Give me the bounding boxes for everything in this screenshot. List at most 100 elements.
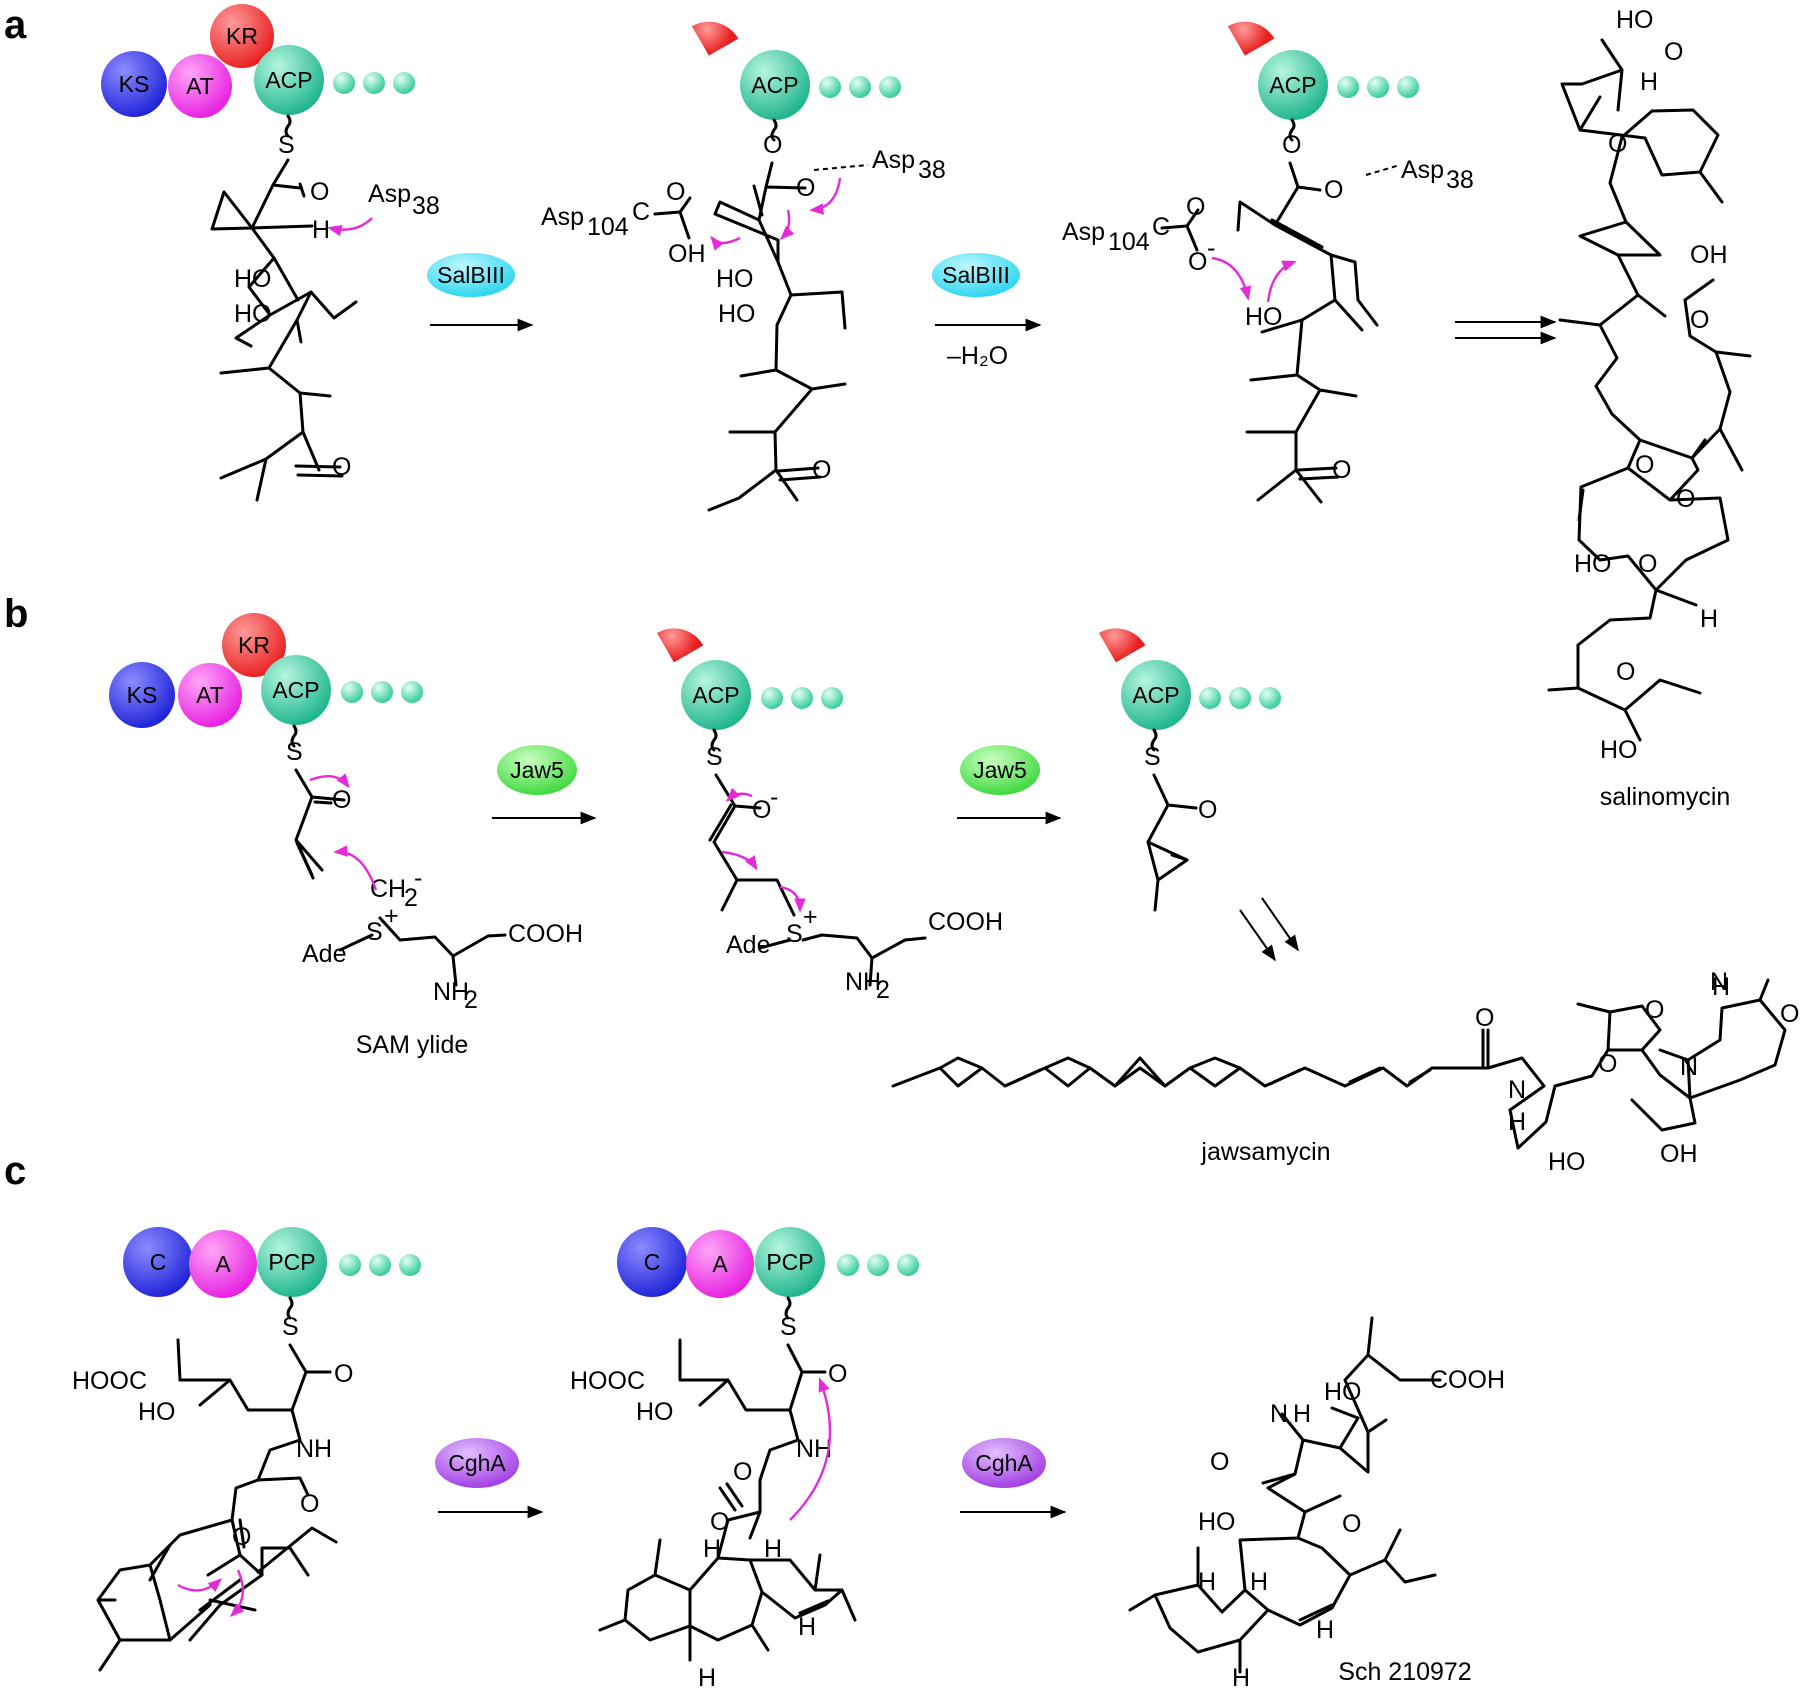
atom-label: O [1198,796,1217,824]
atom-label: O [1616,658,1635,686]
c-domain-label: C [644,1249,661,1275]
atom-label: 2 [404,884,418,912]
a-domain-label: A [712,1251,728,1277]
atom-label: O [1635,451,1654,479]
byproduct-label: –H₂O [947,342,1008,370]
module-bead-icon [399,1254,421,1276]
atom-label: HO [1198,1508,1236,1536]
atom-label: C [632,198,650,226]
module-bead-icon [819,76,841,98]
salinomycin-structure: HO O H O OH O O O O HO H O HO salinomyci… [1547,6,1752,811]
atom-label: O [1598,1050,1617,1078]
acp-domain-icon [1258,50,1328,120]
kr-fragment-icon [1227,21,1275,56]
enzyme-jaw5-icon [497,745,577,795]
ks-domain-icon [109,662,175,728]
a-domain-icon [189,1230,257,1298]
pks-module-b3: ACP [1098,628,1281,730]
atom-label: COOH [508,920,583,948]
atom-label: Ade [726,931,770,959]
panel-letter-b: b [4,592,28,636]
jawsamycin-structure: O N H O N O H N O N HO OH jawsamycin [891,968,1799,1176]
atom-label: O [752,796,771,824]
enzyme-label: SalBIII [437,262,505,288]
atom-label: H [1232,1664,1250,1691]
atom-label: HO [138,1398,176,1426]
enzyme-label: SalBIII [942,262,1010,288]
atom-label: H [1316,1616,1334,1644]
module-bead-icon [1259,687,1281,709]
atom-label: OH [1660,1140,1698,1168]
kr-fragment-icon [691,21,739,56]
atom-label: NH [296,1435,332,1463]
reaction-arrow-a2: SalBIII –H₂O [932,253,1042,370]
atom-label: H [764,1535,782,1563]
c-domain-icon [123,1227,193,1297]
atom-label: O [828,1360,847,1388]
module-bead-icon [867,1254,889,1276]
atom-label: O [1690,306,1709,334]
pks-module-a: KR KS AT ACP [101,4,415,118]
atom-label: HO [1616,6,1654,34]
intermediate-a3: O O Asp 38 Asp 104 C O O - HO O [1062,118,1474,504]
atom-label: O [300,1490,319,1518]
atom-label: O [812,456,831,484]
enzyme-ctgha-icon [435,1438,519,1488]
atom-label: Asp [1401,156,1444,184]
atom-label: S [786,920,803,948]
acp-domain-label: ACP [751,72,798,98]
module-bead-icon [897,1254,919,1276]
module-bead-icon [369,1254,391,1276]
pks-module-b: KR KS AT ACP [109,613,423,728]
reagent-name-sam-ylide: SAM ylide [356,1031,469,1059]
atom-label: O [1186,193,1205,221]
atom-label: 38 [918,156,946,184]
product-name-jawsamycin: jawsamycin [1200,1138,1330,1166]
atom-label: O [733,1458,752,1486]
atom-label: H [1640,68,1658,96]
atom-label: O [334,1360,353,1388]
module-bead-icon [341,681,363,703]
atom-label: H [1250,1568,1268,1596]
module-bead-icon [879,76,901,98]
atom-label: 104 [587,213,629,241]
kr-fragment-icon [1098,628,1146,663]
atom-label: HO [1600,736,1638,764]
kr-domain-icon [210,4,274,68]
pcp-domain-icon [755,1227,825,1297]
atom-label: Asp [872,146,915,174]
atom-label: H [312,216,330,244]
atom-label: O [332,453,351,481]
atom-label: HO [1574,550,1612,578]
atom-label: COOH [1430,1366,1505,1394]
at-domain-label: AT [186,73,214,99]
atom-label: HO [718,300,756,328]
atom-label: HO [716,265,754,293]
pks-module-b2: ACP [656,628,843,730]
atom-label: O [1676,485,1695,513]
atom-label: N [1270,1400,1288,1428]
atom-label: Asp [1062,218,1105,246]
kr-fragment-icon [656,628,704,663]
reaction-arrow-b2: Jaw5 [957,745,1062,825]
module-bead-icon [339,1254,361,1276]
atom-label: O [310,178,329,206]
enzyme-jaw5-icon [960,745,1040,795]
acp-domain-label: ACP [692,682,739,708]
acp-domain-label: ACP [1132,682,1179,708]
atom-label: S [286,738,303,766]
atom-label: - [1207,234,1215,262]
module-bead-icon [791,687,813,709]
atom-label: O [1475,1004,1494,1032]
atom-label: H [1712,973,1730,1001]
c-domain-icon [617,1227,687,1297]
acp-domain-label: ACP [1269,72,1316,98]
module-bead-icon [821,687,843,709]
atom-label: Asp [541,203,584,231]
module-bead-icon [333,72,355,94]
substrate-a1: S O H Asp 38 HO HO O [210,114,440,502]
enzyme-ctgha-icon [962,1438,1046,1488]
atom-label: N [1710,968,1728,996]
panel-a: a KR KS AT ACP S O H Asp 38 HO [4,3,1752,811]
at-domain-label: AT [196,682,224,708]
